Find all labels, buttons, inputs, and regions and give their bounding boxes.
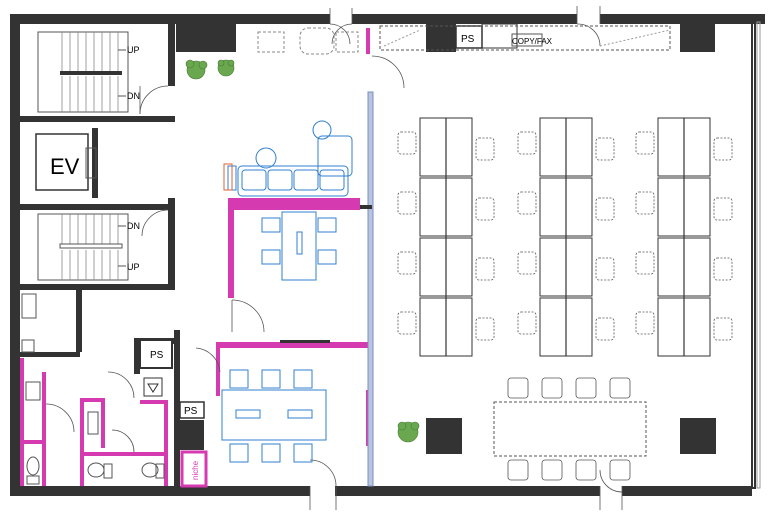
svg-text:PS: PS xyxy=(150,350,164,361)
desk-pair xyxy=(517,297,615,357)
desk-pair xyxy=(517,117,615,177)
columns xyxy=(176,22,716,454)
storage-box xyxy=(21,293,37,319)
desk-pair xyxy=(517,237,615,297)
sink xyxy=(25,381,41,401)
meeting-room-table xyxy=(221,369,327,463)
niche-small: niche xyxy=(180,450,208,488)
meeting-door[interactable] xyxy=(231,299,265,333)
restroom-door-3[interactable] xyxy=(111,429,135,453)
toilet-2 xyxy=(87,462,105,478)
stair-top xyxy=(37,31,129,113)
entrance-seating xyxy=(257,27,359,55)
desk-pair xyxy=(635,237,733,297)
core-walls xyxy=(20,24,175,357)
open-office-desks xyxy=(397,117,733,357)
outer-walls xyxy=(10,14,765,496)
restroom-door-2[interactable] xyxy=(107,371,135,399)
svg-text:COPY/FAX: COPY/FAX xyxy=(512,37,553,46)
entrance-door-top-right[interactable] xyxy=(576,23,601,47)
glass-partition xyxy=(367,91,374,487)
stair-door-bottom[interactable] xyxy=(141,209,169,237)
lounge-sofa xyxy=(227,120,353,197)
svg-text:PS: PS xyxy=(184,406,198,417)
stair-door-top[interactable] xyxy=(139,85,169,115)
elevator-label: EV xyxy=(50,154,80,179)
niche-label: niche xyxy=(286,200,306,209)
entrance-door-bottom[interactable] xyxy=(309,459,337,487)
stair-up-label-bottom: UP xyxy=(127,262,140,272)
desk-pair xyxy=(635,297,733,357)
desk-pair xyxy=(635,117,733,177)
desk-pair xyxy=(397,297,495,357)
ps-box-low: PS xyxy=(179,401,205,419)
desk-pair xyxy=(397,177,495,237)
plant-icons xyxy=(185,59,420,443)
sink-2 xyxy=(87,411,99,435)
restroom-door-1[interactable] xyxy=(45,403,75,433)
desk-pair xyxy=(397,237,495,297)
office-door-top[interactable] xyxy=(371,55,405,89)
copy-fax-counter: COPY/FAX xyxy=(379,25,671,51)
desk-pair xyxy=(635,177,733,237)
elevator xyxy=(35,133,97,191)
svg-text:PS: PS xyxy=(461,34,475,45)
urinal xyxy=(143,377,163,397)
toilet-1 xyxy=(26,456,40,476)
conference-chairs xyxy=(507,377,631,481)
ps-box-top: PS xyxy=(455,25,483,49)
small-meeting-table xyxy=(261,211,337,281)
stair-dn-label-bottom: DN xyxy=(127,221,140,231)
entrance-door-top-left[interactable] xyxy=(329,23,351,45)
restroom-partitions xyxy=(20,358,168,486)
desk-pair xyxy=(517,177,615,237)
svg-text:niche: niche xyxy=(191,460,200,480)
conference-table xyxy=(493,401,647,457)
ps-box-mid: PS xyxy=(139,339,173,369)
stair-up-label-top: UP xyxy=(127,45,140,55)
stair-bottom xyxy=(37,213,129,281)
stair-dn-label-top: DN xyxy=(127,91,140,101)
toilet-3 xyxy=(141,462,159,478)
